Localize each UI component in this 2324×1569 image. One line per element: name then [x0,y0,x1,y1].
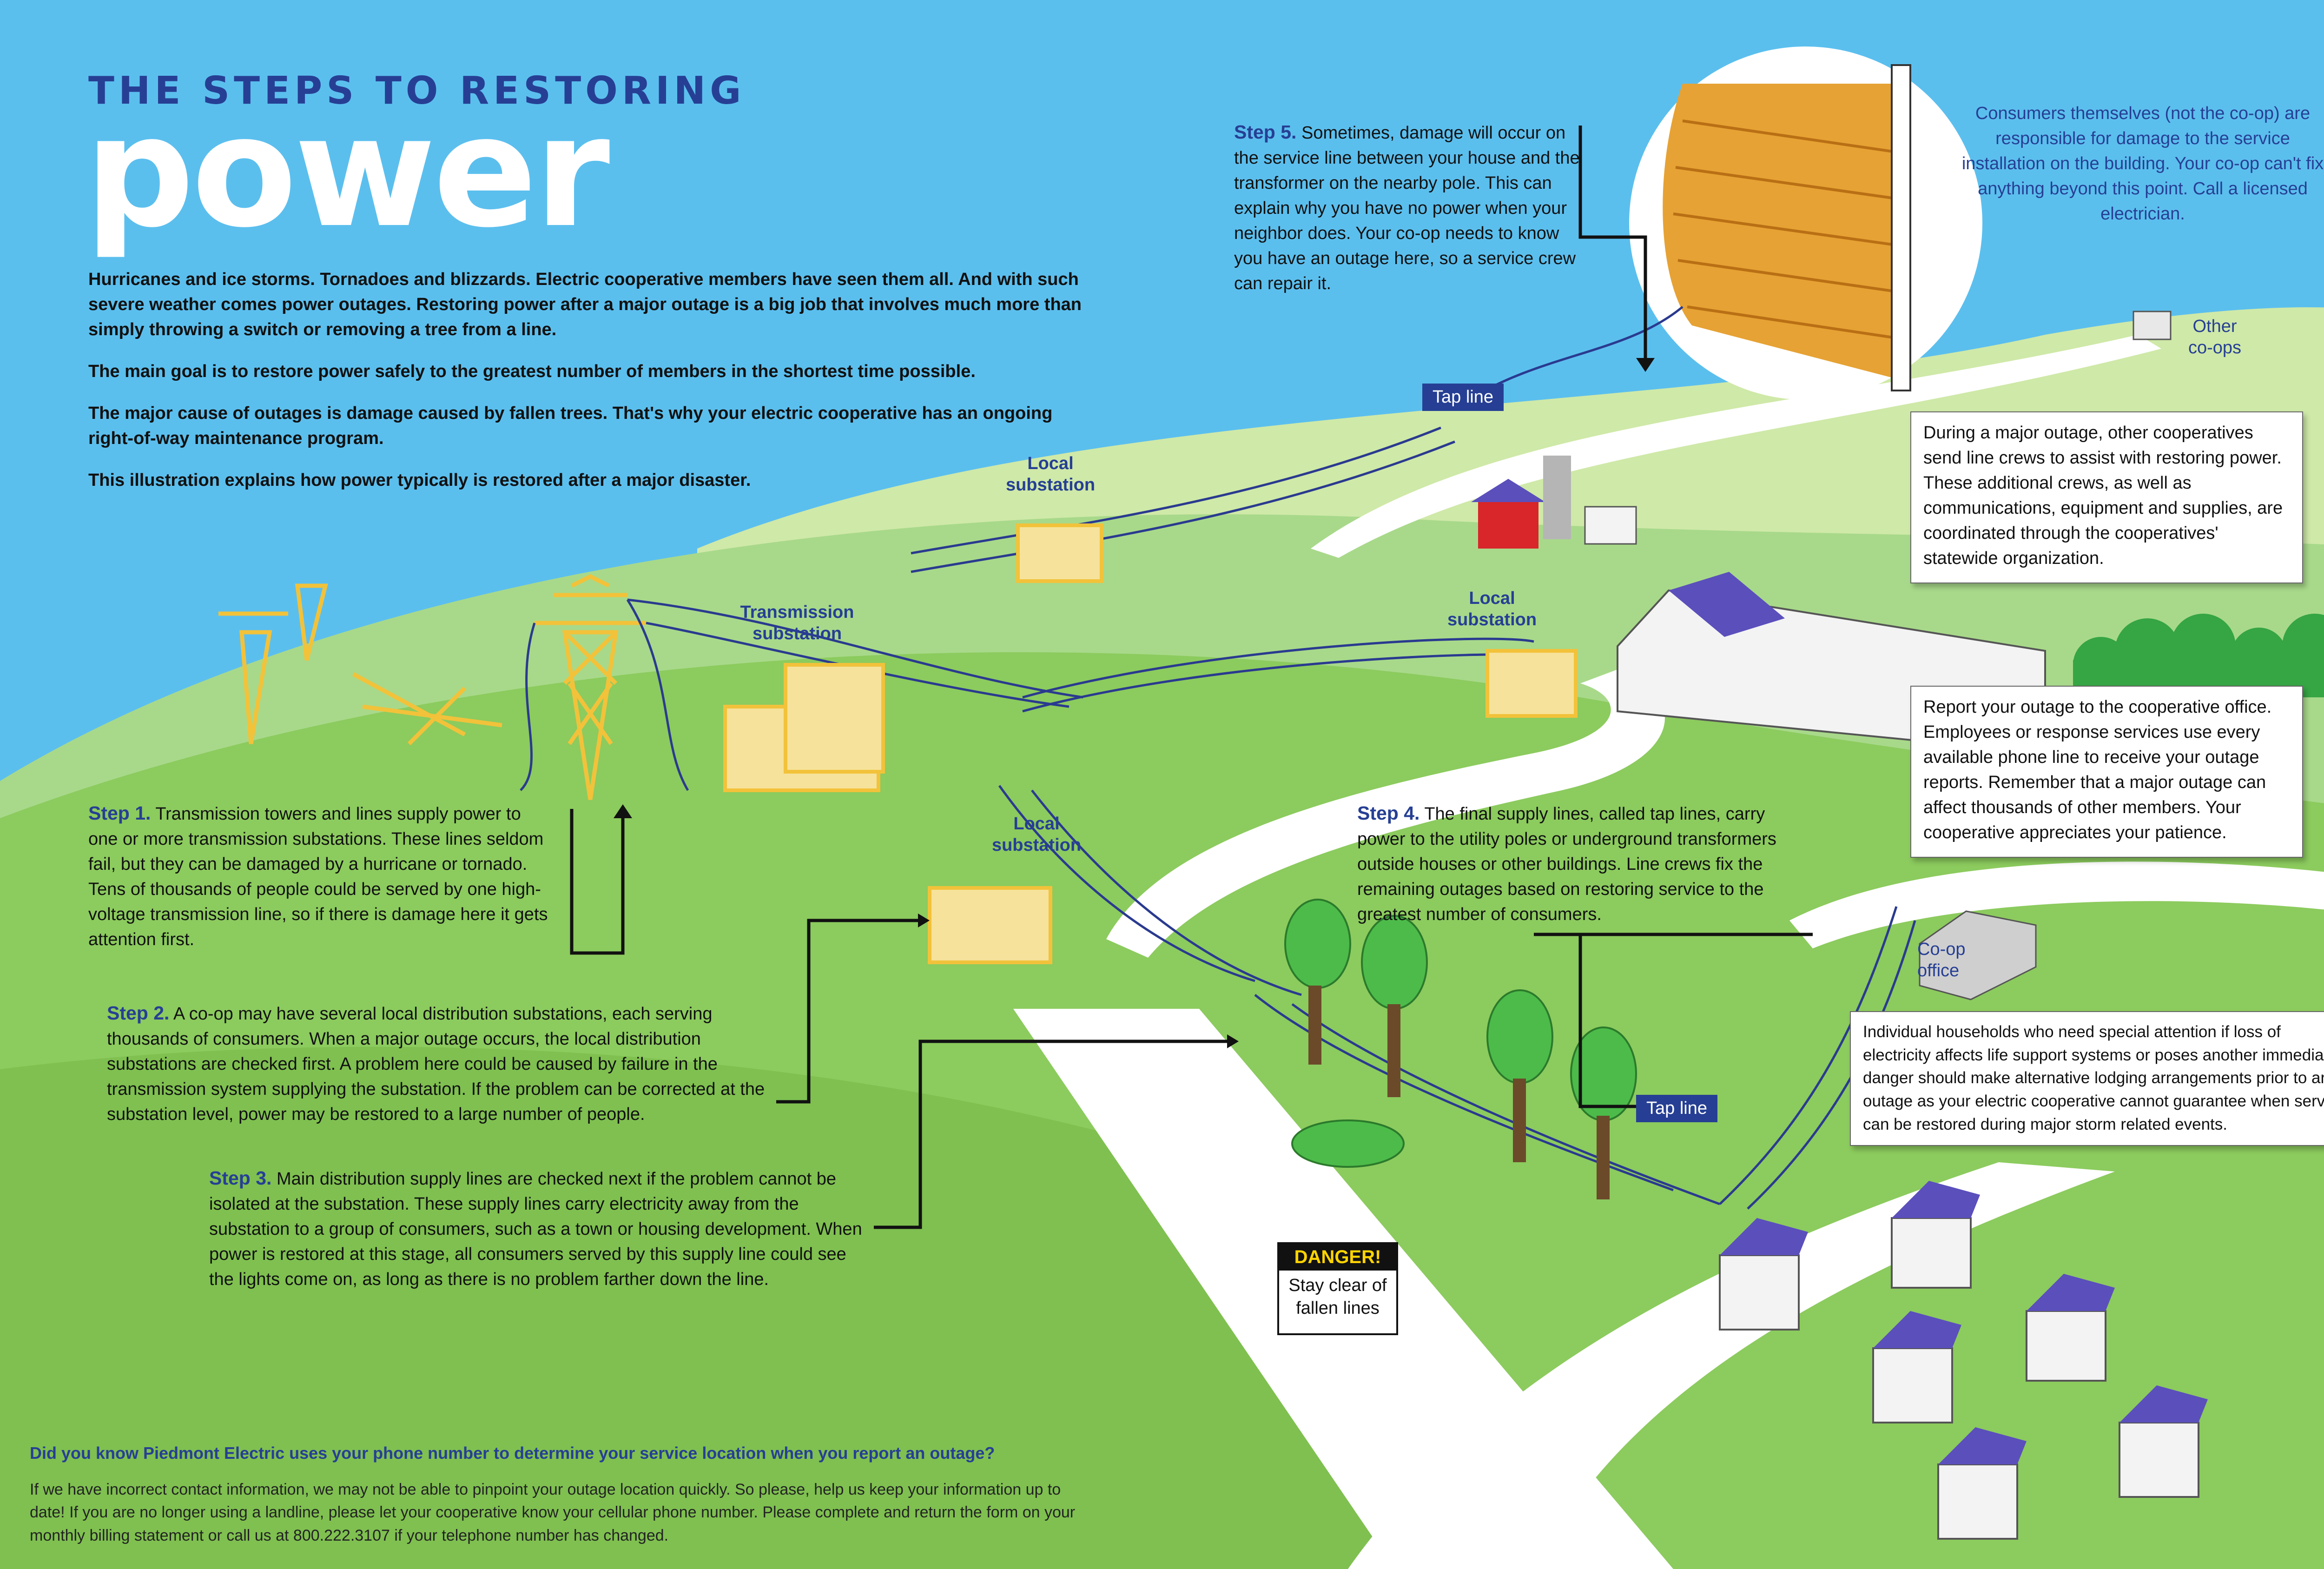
step-1-text: Step 1. Transmission towers and lines su… [88,800,548,953]
kicker-heading: THE STEPS TO RESTORING [88,69,746,113]
houses [1719,1217,2199,1540]
report-outage-callout: Report your outage to the cooperative of… [1910,686,2303,858]
step-2-text: Step 2. A co-op may have several local d… [107,1000,772,1127]
intro-paragraph: Hurricanes and ice storms. Tornadoes and… [88,270,1082,339]
local-substation-label: Local substation [1447,589,1537,629]
pointer-lines [570,126,1813,1229]
other-coops-label: Other co-ops [2188,317,2242,357]
road-far [1311,335,2161,558]
transmission-substation [723,663,885,792]
trees-center [1284,899,1637,1168]
coop-office-label: Co-op office [1917,940,1966,980]
tap-line-tag: Tap line [1636,1095,1717,1122]
step-3-text: Step 3. Main distribution supply lines a… [209,1165,869,1292]
footer-text: If we have incorrect contact information… [30,1481,1076,1544]
step-body: The final supply lines, called tap lines… [1357,804,1776,924]
farm [1471,456,1637,549]
intro-text: Hurricanes and ice storms. Tornadoes and… [88,267,1088,510]
road-cross [1348,1162,2115,1569]
page-title: power [85,83,610,261]
other-coops-building [2133,311,2172,340]
step-4-text: Step 4. The final supply lines, called t… [1357,800,1817,927]
step-label: Step 4. [1357,802,1420,824]
step-label: Step 5. [1234,121,1297,143]
step-body: Sometimes, damage will occur on the serv… [1234,123,1580,293]
step-body: A co-op may have several local distribut… [107,1004,765,1124]
danger-title: DANGER! [1279,1244,1396,1271]
coop-office-building [1919,910,2037,1000]
road-curve [1106,669,1665,958]
danger-text: Stay clear of fallen lines [1288,1276,1387,1318]
danger-sign: DANGER! Stay clear of fallen lines [1277,1242,1398,1335]
tree-line-right [2073,614,2324,697]
step-label: Step 1. [88,802,151,824]
local-substation-label: Local substation [991,814,1082,855]
local-substation-label: Local substation [1005,454,1096,495]
transmission-towers [218,574,646,800]
local-substation-3 [928,886,1052,964]
step-5-text: Step 5. Sometimes, damage will occur on … [1234,119,1583,297]
step-label: Step 3. [209,1167,272,1189]
intro-paragraph: This illustration explains how power typ… [88,470,751,490]
footer-question: Did you know Piedmont Electric uses your… [30,1443,995,1463]
local-substation-2 [1486,649,1578,718]
intro-paragraph: The major cause of outages is damage cau… [88,403,1053,448]
transmission-substation-label: Transmission substation [740,602,854,643]
local-substation-1 [1016,523,1103,583]
intro-paragraph: The main goal is to restore power safely… [88,361,976,381]
step-body: Transmission towers and lines supply pow… [88,804,548,949]
consumer-responsibility-note: Consumers themselves (not the co-op) are… [1961,104,2324,224]
other-coops-callout: During a major outage, other cooperative… [1910,411,2303,583]
special-needs-callout: Individual households who need special a… [1850,1011,2324,1146]
tap-line-tag: Tap line [1422,384,1504,411]
step-label: Step 2. [107,1002,170,1024]
step-body: Main distribution supply lines are check… [209,1169,862,1289]
